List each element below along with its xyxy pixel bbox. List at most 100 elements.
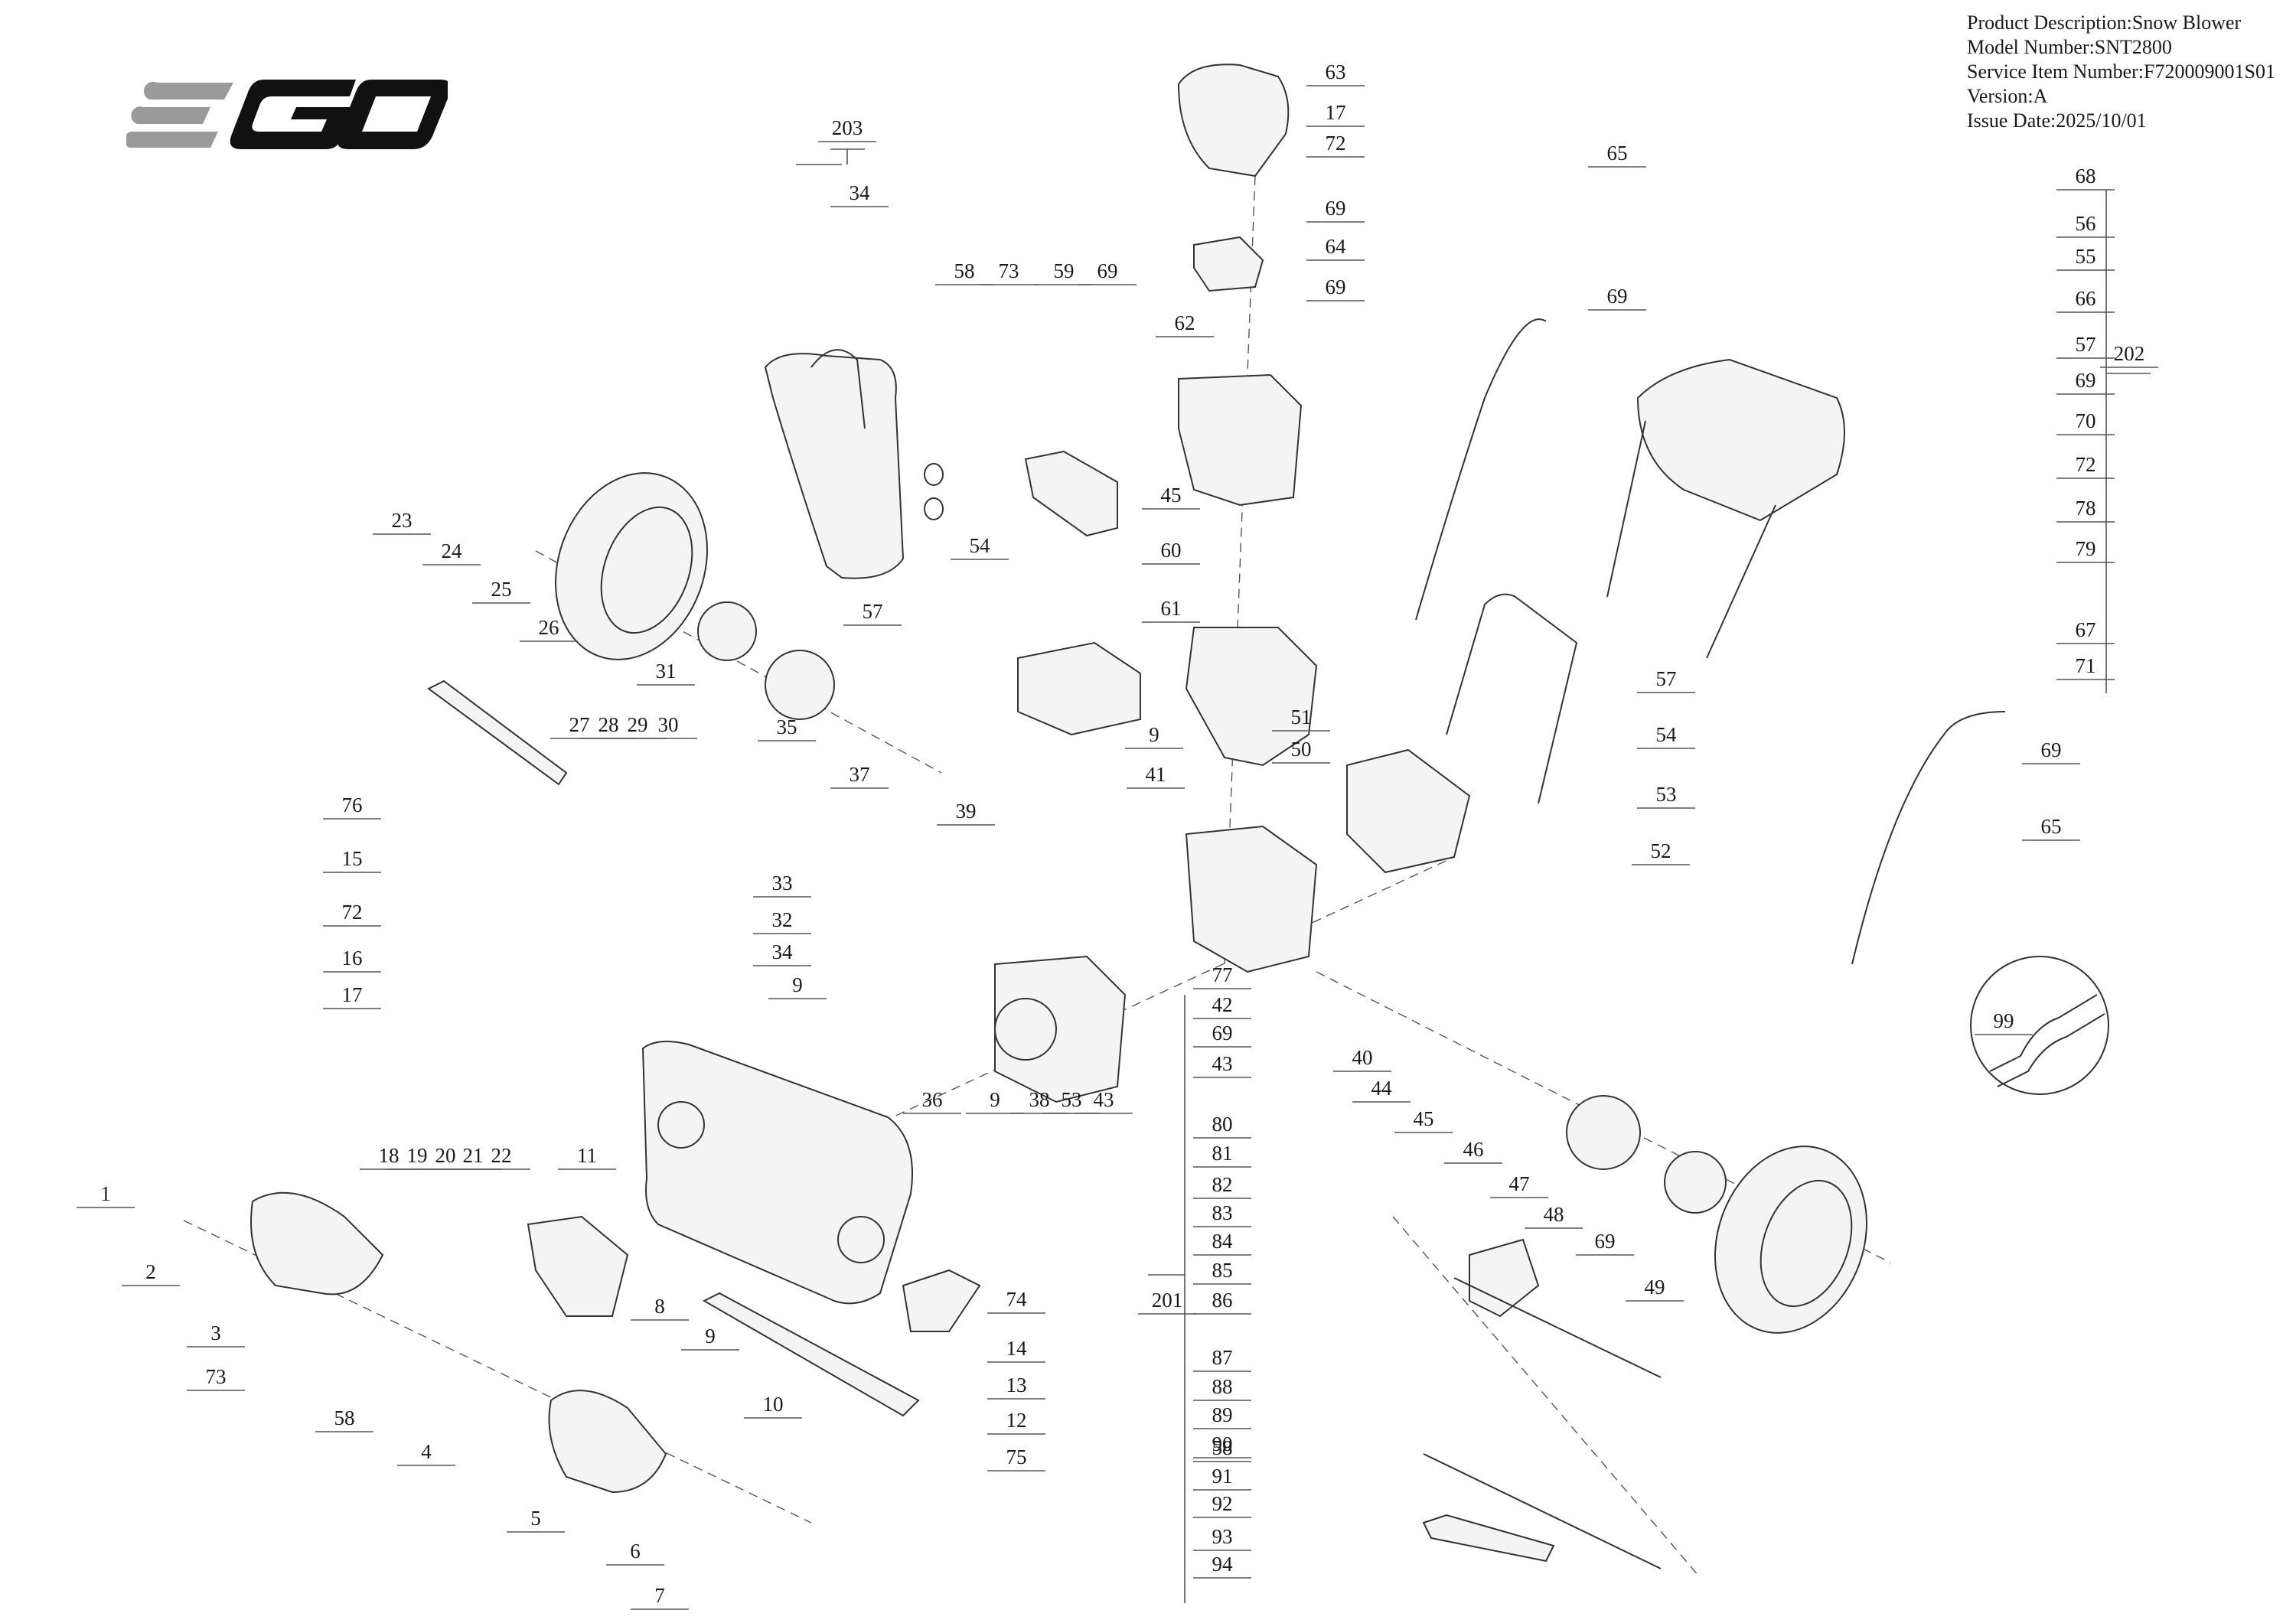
callout-64: 64 [1325,235,1346,258]
callout-58: 58 [954,259,975,282]
callout-53: 53 [1655,783,1677,806]
callout-99: 99 [1993,1009,2014,1032]
callout-60: 60 [1160,539,1182,562]
callout-54: 54 [1655,723,1677,746]
callout-27: 27 [569,713,590,736]
callout-16: 16 [341,947,363,970]
callout-89: 89 [1212,1403,1233,1426]
callout-28: 28 [598,713,619,736]
battery-bracket-part [1193,236,1264,292]
callout-4: 4 [421,1440,432,1463]
callout-69: 69 [1325,197,1346,220]
callout-9: 9 [705,1325,716,1348]
callout-93: 93 [1212,1525,1233,1548]
callout-94: 94 [1212,1553,1233,1576]
document-info: Product Description:Snow Blower Model Nu… [1967,11,2275,133]
callout-90: 90 [1212,1432,1233,1455]
ego-logo: TM [126,80,448,149]
right-wheel-part [1714,1146,1867,1334]
callout-20: 20 [435,1144,456,1167]
callout-58: 58 [334,1406,355,1429]
callout-54: 54 [969,534,990,557]
callout-35: 35 [776,715,797,738]
callout-69: 69 [1097,259,1118,282]
callout-202: 202 [2113,342,2145,365]
left-auger-part [250,1191,384,1295]
callout-7: 7 [654,1584,665,1607]
callout-36: 36 [921,1088,943,1111]
right-brake-disc-part [1566,1095,1641,1170]
callout-34: 34 [771,940,793,963]
auger-motor-part [994,955,1127,1103]
callout-69: 69 [2040,738,2062,761]
left-gear-housing-part [765,650,835,720]
callout-203: 203 [831,116,863,139]
callout-62: 62 [1174,311,1195,334]
assembly-bracket-202 [2105,190,2151,693]
callout-61: 61 [1160,597,1182,620]
callout-45: 45 [1413,1107,1434,1130]
callout-73: 73 [205,1365,227,1388]
callout-58: 58 [1212,1436,1233,1459]
callout-87: 87 [1212,1346,1233,1369]
callout-68: 68 [2075,165,2096,187]
callout-30: 30 [657,713,679,736]
trademark-symbol: TM [431,80,443,90]
callout-91: 91 [1212,1465,1233,1488]
callout-69: 69 [1212,1022,1233,1045]
callout-69: 69 [1594,1230,1616,1253]
callout-10: 10 [762,1393,784,1416]
callout-15: 15 [341,847,363,870]
callout-81: 81 [1212,1142,1233,1165]
cable-part [1851,711,2006,965]
callout-9: 9 [990,1088,1000,1111]
callout-44: 44 [1371,1077,1392,1100]
callout-47: 47 [1508,1172,1530,1195]
callout-72: 72 [341,901,363,924]
callout-5: 5 [530,1507,541,1530]
skid-shoe-part [902,1269,981,1332]
drive-gearbox-part [1469,1238,1540,1318]
callout-29: 29 [627,713,648,736]
version: Version:A [1967,85,2048,107]
callout-73: 73 [998,259,1019,282]
assembly-axes [183,175,1891,1577]
callout-43: 43 [1212,1052,1233,1075]
callout-41: 41 [1145,763,1166,786]
callout-74: 74 [1006,1288,1027,1311]
main-frame-part [1185,825,1318,973]
callout-57: 57 [862,600,883,623]
callout-1: 1 [100,1182,111,1205]
callout-53: 53 [1061,1088,1082,1111]
left-wheel-part [555,472,708,660]
callout-69: 69 [1606,285,1628,308]
callout-50: 50 [1290,738,1312,761]
axle-part [1423,1453,1662,1569]
callout-80: 80 [1212,1113,1233,1136]
callout-65: 65 [2040,815,2062,838]
controller-part [1017,641,1141,736]
product-description: Product Description:Snow Blower [1967,11,2242,34]
callout-34: 34 [849,181,870,204]
callout-8: 8 [654,1295,665,1318]
drive-shaft-part [1453,1277,1662,1378]
callout-37: 37 [849,763,870,786]
callout-31: 31 [655,660,677,683]
callout-65: 65 [1606,142,1628,165]
callout-85: 85 [1212,1259,1233,1282]
callout-12: 12 [1006,1409,1027,1432]
callout-22: 22 [491,1144,512,1167]
callout-82: 82 [1212,1173,1233,1196]
callout-57: 57 [2075,333,2096,356]
callout-92: 92 [1212,1492,1233,1515]
chute-deflector-part [1024,450,1118,537]
callout-57: 57 [1655,667,1677,690]
callout-43: 43 [1093,1088,1114,1111]
callout-70: 70 [2075,409,2096,432]
callout-72: 72 [1325,132,1346,155]
callout-63: 63 [1325,60,1346,83]
callout-17: 17 [341,983,363,1006]
callout-46: 46 [1463,1138,1484,1161]
callout-17: 17 [1325,101,1346,124]
